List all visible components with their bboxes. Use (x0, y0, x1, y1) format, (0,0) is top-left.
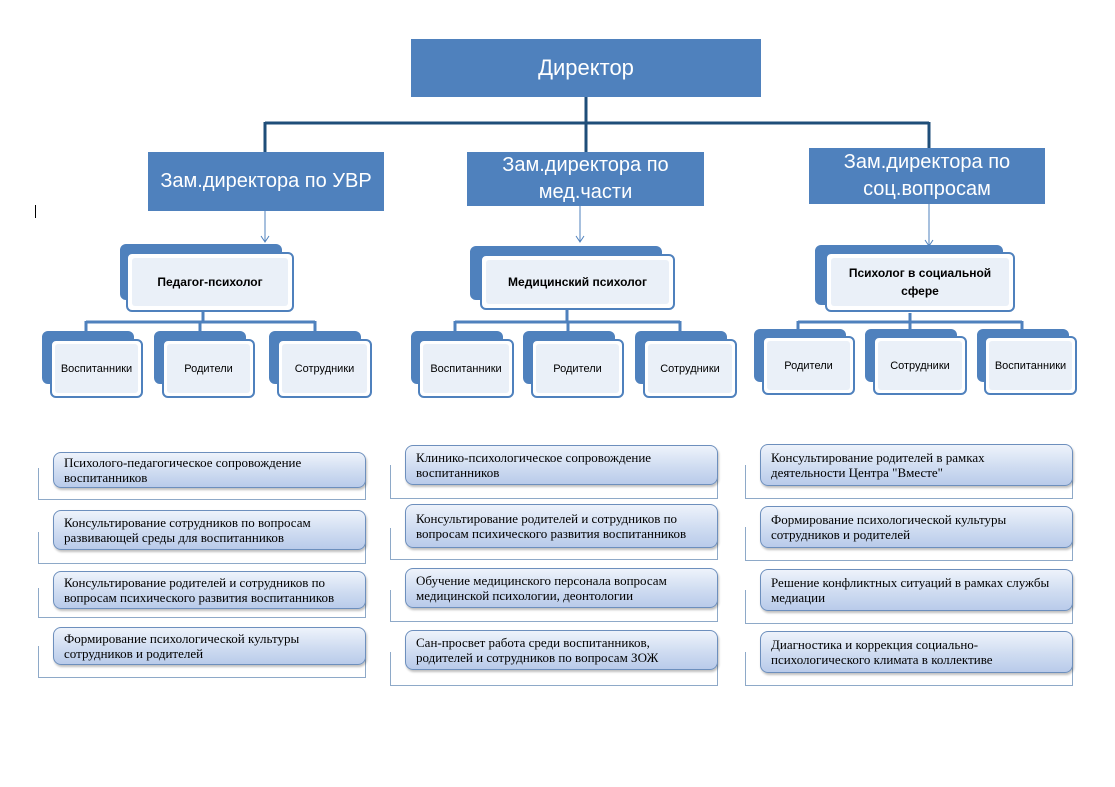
task-text: Решение конфликтных ситуаций в рамках сл… (771, 575, 1050, 605)
task-item: Консультирование родителей в рамках деят… (760, 444, 1073, 486)
deputy-box-soc: Зам.директора по соц.вопросам (809, 148, 1045, 204)
role-label: Педагог-психолог (132, 258, 288, 306)
deputy-box-med: Зам.директора по мед.части (467, 152, 704, 206)
group-box: Сотрудники (643, 339, 737, 398)
role-label: Медицинский психолог (486, 260, 669, 304)
group-label: Сотрудники (648, 344, 732, 393)
text-cursor (35, 205, 36, 218)
group-label: Родители (536, 344, 619, 393)
director-label: Директор (538, 55, 634, 80)
task-text: Клинико-психологическое сопровождение во… (416, 450, 652, 480)
director-box: Директор (411, 39, 761, 97)
task-text: Диагностика и коррекция социально-психол… (771, 637, 993, 667)
group-label: Воспитанники (55, 344, 138, 393)
group-label: Воспитанники (989, 341, 1072, 390)
task-text: Сан-просвет работа среди воспитанников, … (416, 635, 659, 665)
role-box-medical: Медицинский психолог (480, 254, 675, 310)
group-box: Воспитанники (418, 339, 514, 398)
task-text: Консультирование сотрудников по вопросам… (64, 515, 311, 545)
group-box: Родители (762, 336, 855, 395)
role-box-pedagog: Педагог-психолог (126, 252, 294, 312)
task-item: Диагностика и коррекция социально-психол… (760, 631, 1073, 673)
group-box: Родители (531, 339, 624, 398)
group-label: Родители (767, 341, 850, 390)
task-item: Клинико-психологическое сопровождение во… (405, 445, 718, 485)
task-item: Психолого-педагогическое сопровождение в… (53, 452, 366, 488)
role-box-social: Психолог в социальной сфере (825, 252, 1015, 312)
task-item: Консультирование родителей и сотрудников… (405, 504, 718, 548)
task-text: Консультирование родителей в рамках деят… (771, 450, 985, 480)
group-box: Сотрудники (873, 336, 967, 395)
task-item: Формирование психологической культуры со… (53, 627, 366, 665)
role-label: Психолог в социальной сфере (831, 258, 1009, 306)
group-label: Воспитанники (423, 344, 509, 393)
deputy-label: Зам.директора по соц.вопросам (843, 151, 1011, 200)
group-box: Сотрудники (277, 339, 372, 398)
task-text: Формирование психологической культуры со… (771, 512, 1007, 542)
group-box: Родители (162, 339, 255, 398)
deputy-label: Зам.директора по мед.части (502, 154, 669, 203)
deputy-label: Зам.директора по УВР (160, 170, 372, 192)
group-label: Родители (167, 344, 250, 393)
group-label: Сотрудники (878, 341, 962, 390)
task-text: Консультирование родителей и сотрудников… (416, 511, 687, 541)
task-item: Консультирование сотрудников по вопросам… (53, 510, 366, 550)
group-box: Воспитанники (984, 336, 1077, 395)
task-item: Формирование психологической культуры со… (760, 506, 1073, 548)
task-text: Консультирование родителей и сотрудников… (64, 575, 335, 605)
group-label: Сотрудники (282, 344, 367, 393)
task-item: Обучение медицинского персонала вопросам… (405, 568, 718, 608)
task-item: Решение конфликтных ситуаций в рамках сл… (760, 569, 1073, 611)
task-text: Психолого-педагогическое сопровождение в… (64, 455, 302, 485)
task-text: Обучение медицинского персонала вопросам… (416, 573, 667, 603)
deputy-box-uvr: Зам.директора по УВР (148, 152, 384, 211)
task-item: Сан-просвет работа среди воспитанников, … (405, 630, 718, 670)
task-text: Формирование психологической культуры со… (64, 631, 300, 661)
task-item: Консультирование родителей и сотрудников… (53, 571, 366, 609)
group-box: Воспитанники (50, 339, 143, 398)
